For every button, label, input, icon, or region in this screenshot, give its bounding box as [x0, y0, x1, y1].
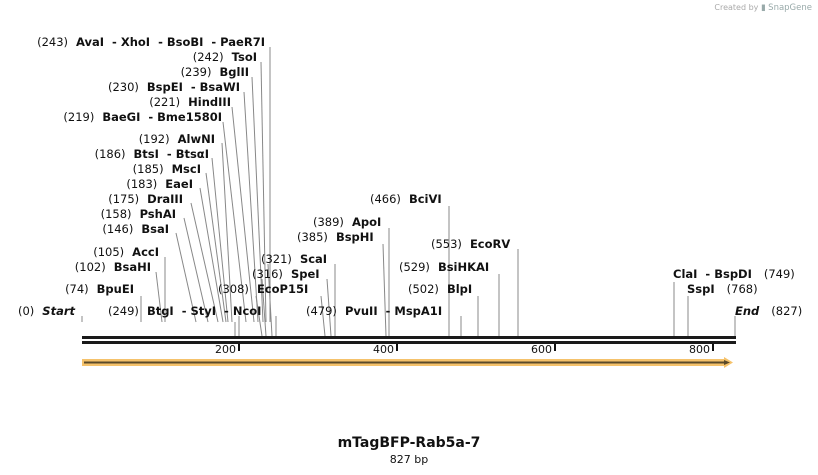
tick-label: 400	[373, 343, 394, 356]
site-labels: (243)AvaI - XhoI - BsoBI - PaeR7I (242)T…	[18, 35, 802, 318]
site-label[interactable]: (221)HindIII	[149, 95, 231, 109]
tick-label: 600	[531, 343, 552, 356]
site-label[interactable]: (502)BlpI	[408, 282, 472, 296]
sequence-bottom-strand	[82, 341, 736, 344]
construct-title: mTagBFP-Rab5a-7	[337, 435, 481, 451]
site-label[interactable]: (186)BtsI - BtsαI	[95, 147, 209, 161]
site-label[interactable]: (230)BspEI - BsaWI	[108, 80, 240, 94]
site-label[interactable]: (239)BglII	[181, 65, 249, 79]
site-label[interactable]: (529)BsiHKAI	[399, 260, 489, 274]
site-label[interactable]: (158)PshAI	[101, 207, 176, 221]
site-label[interactable]: (321)ScaI	[261, 252, 327, 266]
site-label[interactable]: (183)EaeI	[126, 177, 193, 191]
site-label[interactable]: (553)EcoRV	[431, 237, 510, 251]
feature-arrow[interactable]	[82, 357, 733, 368]
site-label[interactable]: (192)AlwNI	[139, 132, 215, 146]
tick-label: 800	[689, 343, 710, 356]
site-label[interactable]: (479)PvuII - MspA1I	[306, 304, 442, 318]
site-label[interactable]: (219)BaeGI - Bme1580I	[63, 110, 222, 124]
end-label: End(827)	[735, 304, 802, 318]
snapgene-credit: Created by ▮ SnapGene	[714, 3, 812, 13]
site-label[interactable]: (308)EcoP15I	[218, 282, 308, 296]
start-label: (0)Start	[18, 304, 76, 318]
site-label[interactable]: ClaI - BspDI(749)	[673, 267, 795, 281]
site-label[interactable]: SspI(768)	[687, 282, 758, 296]
site-label[interactable]: (249)BtgI - StyI - NcoI	[108, 304, 261, 318]
site-label[interactable]: (146)BsaI	[102, 222, 169, 236]
site-label[interactable]: (242)TsoI	[193, 50, 257, 64]
tick-label: 200	[215, 343, 236, 356]
ruler: 200 400 600 800	[215, 343, 714, 356]
site-label[interactable]: (243)AvaI - XhoI - BsoBI - PaeR7I	[37, 35, 265, 49]
site-label[interactable]: (385)BspHI	[297, 230, 374, 244]
site-label[interactable]: (316)SpeI	[252, 267, 320, 281]
site-label[interactable]: (102)BsaHI	[75, 260, 151, 274]
credit-brand: SnapGene	[768, 3, 812, 13]
site-label[interactable]: (389)ApoI	[313, 215, 381, 229]
sequence-top-strand	[82, 336, 736, 339]
site-label[interactable]: (74)BpuEI	[65, 282, 134, 296]
site-label[interactable]: (105)AccI	[93, 245, 159, 259]
credit-prefix: Created by	[714, 3, 759, 12]
site-label[interactable]: (175)DraIII	[108, 192, 183, 206]
construct-length: 827 bp	[389, 453, 429, 466]
site-leader-lines	[81, 47, 736, 337]
site-label[interactable]: (185)MscI	[133, 162, 201, 176]
site-label[interactable]: (466)BciVI	[370, 192, 442, 206]
snapgene-logo-icon: ▮	[760, 3, 766, 13]
